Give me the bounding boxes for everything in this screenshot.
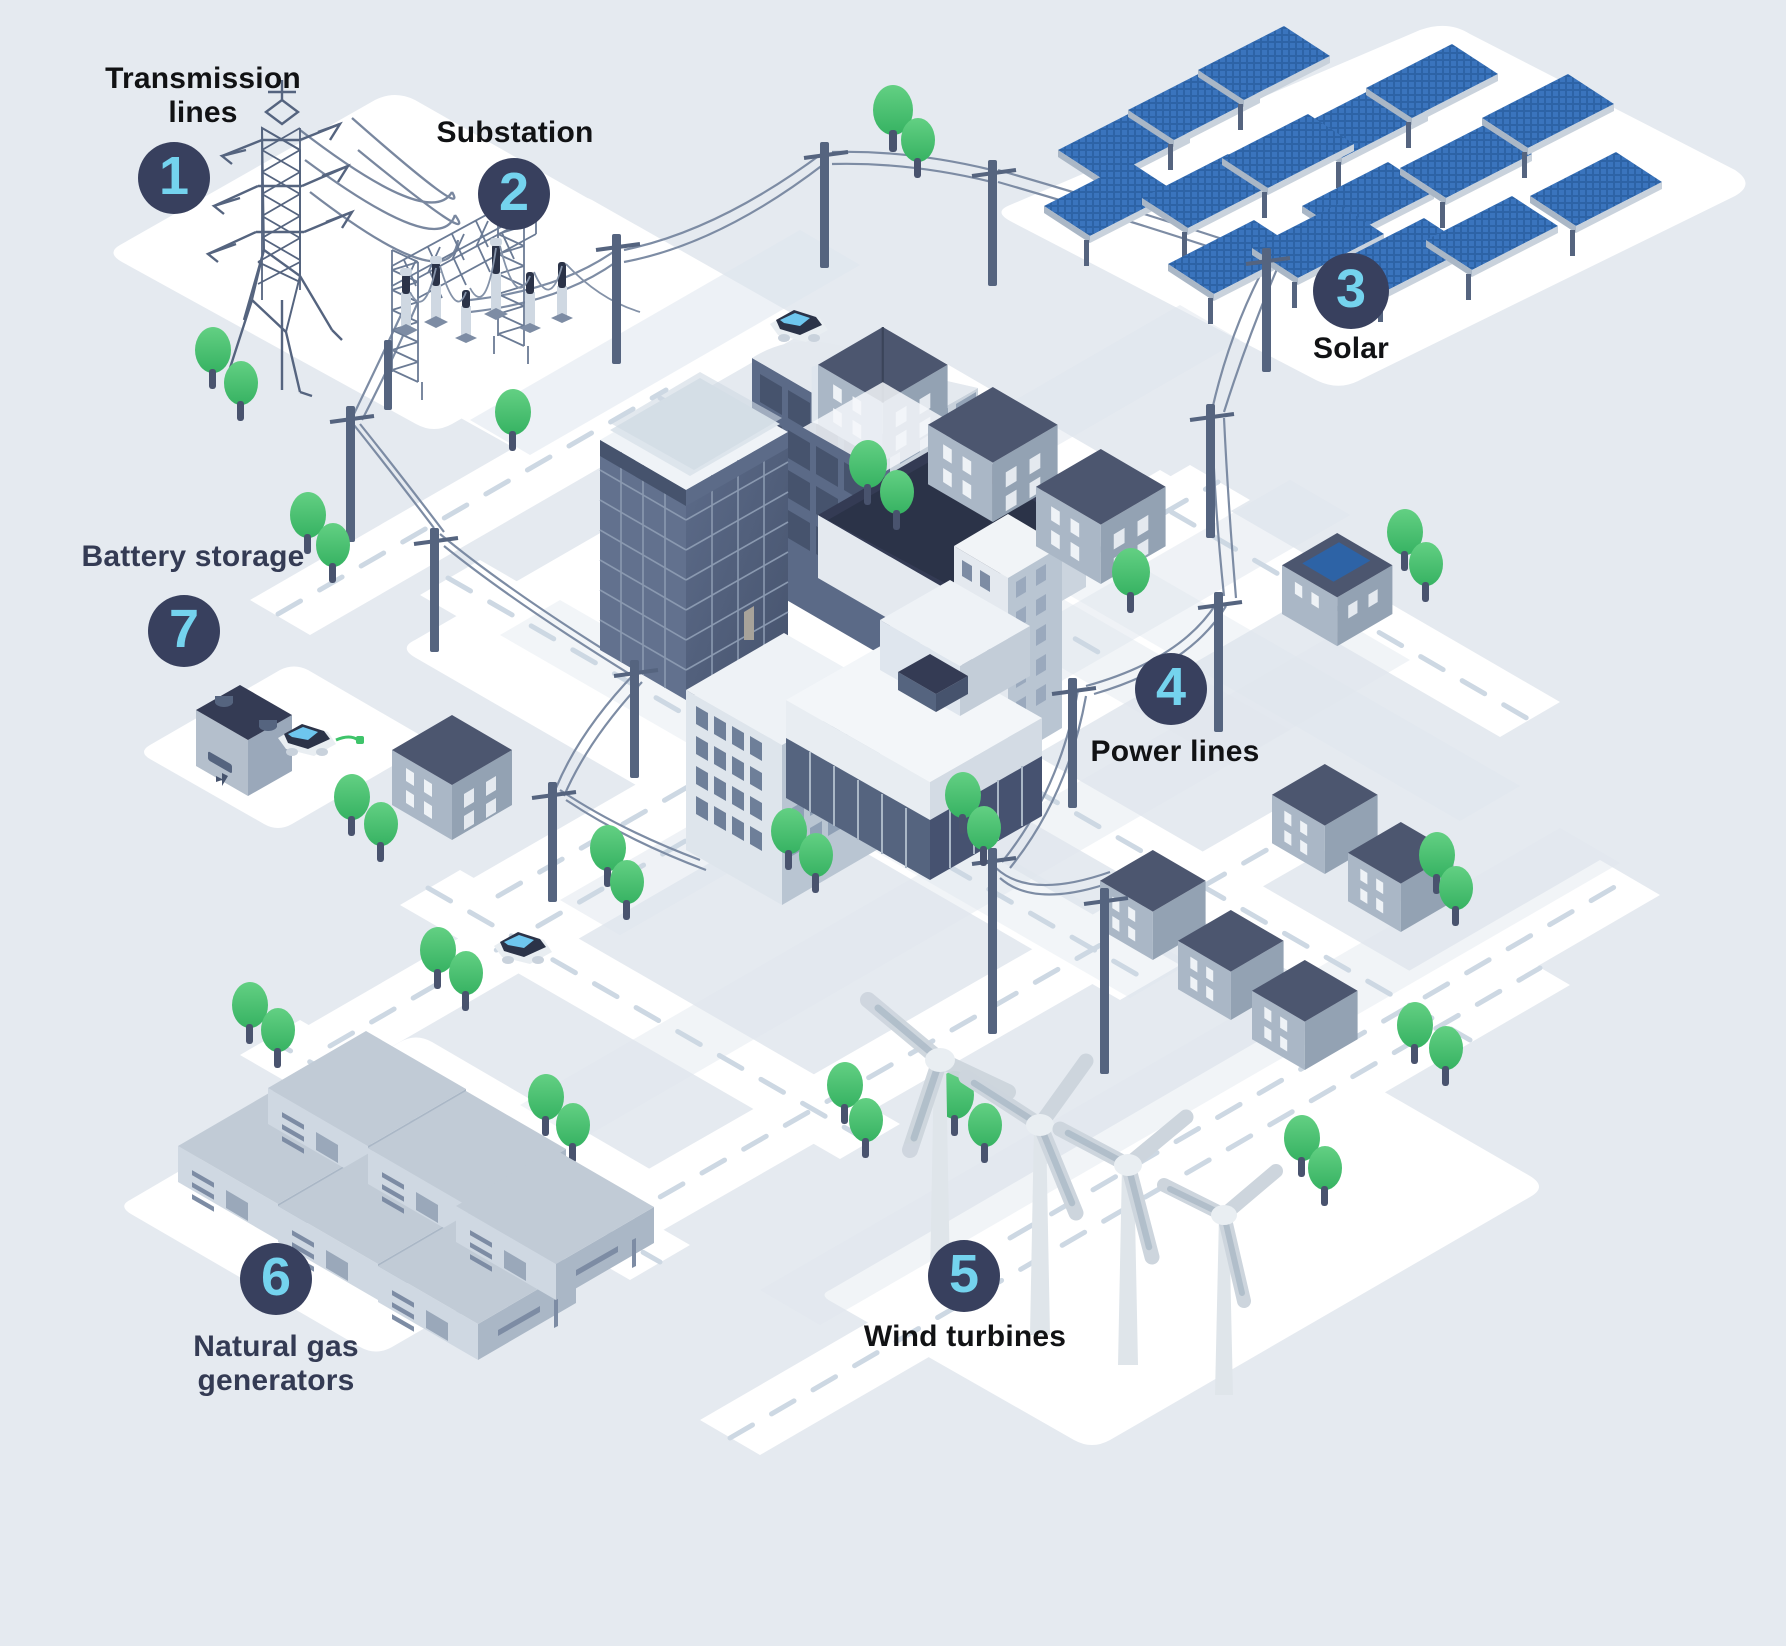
callout-1-badge[interactable]: 1 [138,142,210,214]
solar-panel-array [1044,26,1662,324]
callout-6-label: Natural gas generators [193,1330,359,1397]
callout-4-label: Power lines [1090,735,1260,768]
callout-4-badge[interactable]: 4 [1135,653,1207,725]
utility-poles [329,142,1291,1074]
substation-bushings [394,238,573,343]
callout-5-label: Wind turbines [863,1320,1067,1353]
power-line-wires [349,150,1282,896]
ev-charging-car [278,724,364,756]
electric-vehicles [278,310,828,964]
callout-2-badge[interactable]: 2 [478,158,550,230]
small-roof-unit [898,654,968,712]
callout-2-label: Substation [436,116,594,149]
natural-gas-generator-units [178,1031,654,1360]
callout-5-badge[interactable]: 5 [928,1240,1000,1312]
round-glass-tower [599,372,789,700]
wind-turbine-group [860,992,1283,1395]
callout-7-badge[interactable]: 7 [148,595,220,667]
callout-1-label: Transmission lines [105,62,301,129]
battery-storage-unit [196,685,292,796]
callout-7-label: Battery storage [81,540,305,573]
trees [195,85,1473,1206]
callout-6-badge[interactable]: 6 [240,1243,312,1315]
transmission-tower [205,80,355,398]
callout-3-badge[interactable]: 3 [1313,253,1389,329]
callout-3-label: Solar [1312,332,1390,365]
